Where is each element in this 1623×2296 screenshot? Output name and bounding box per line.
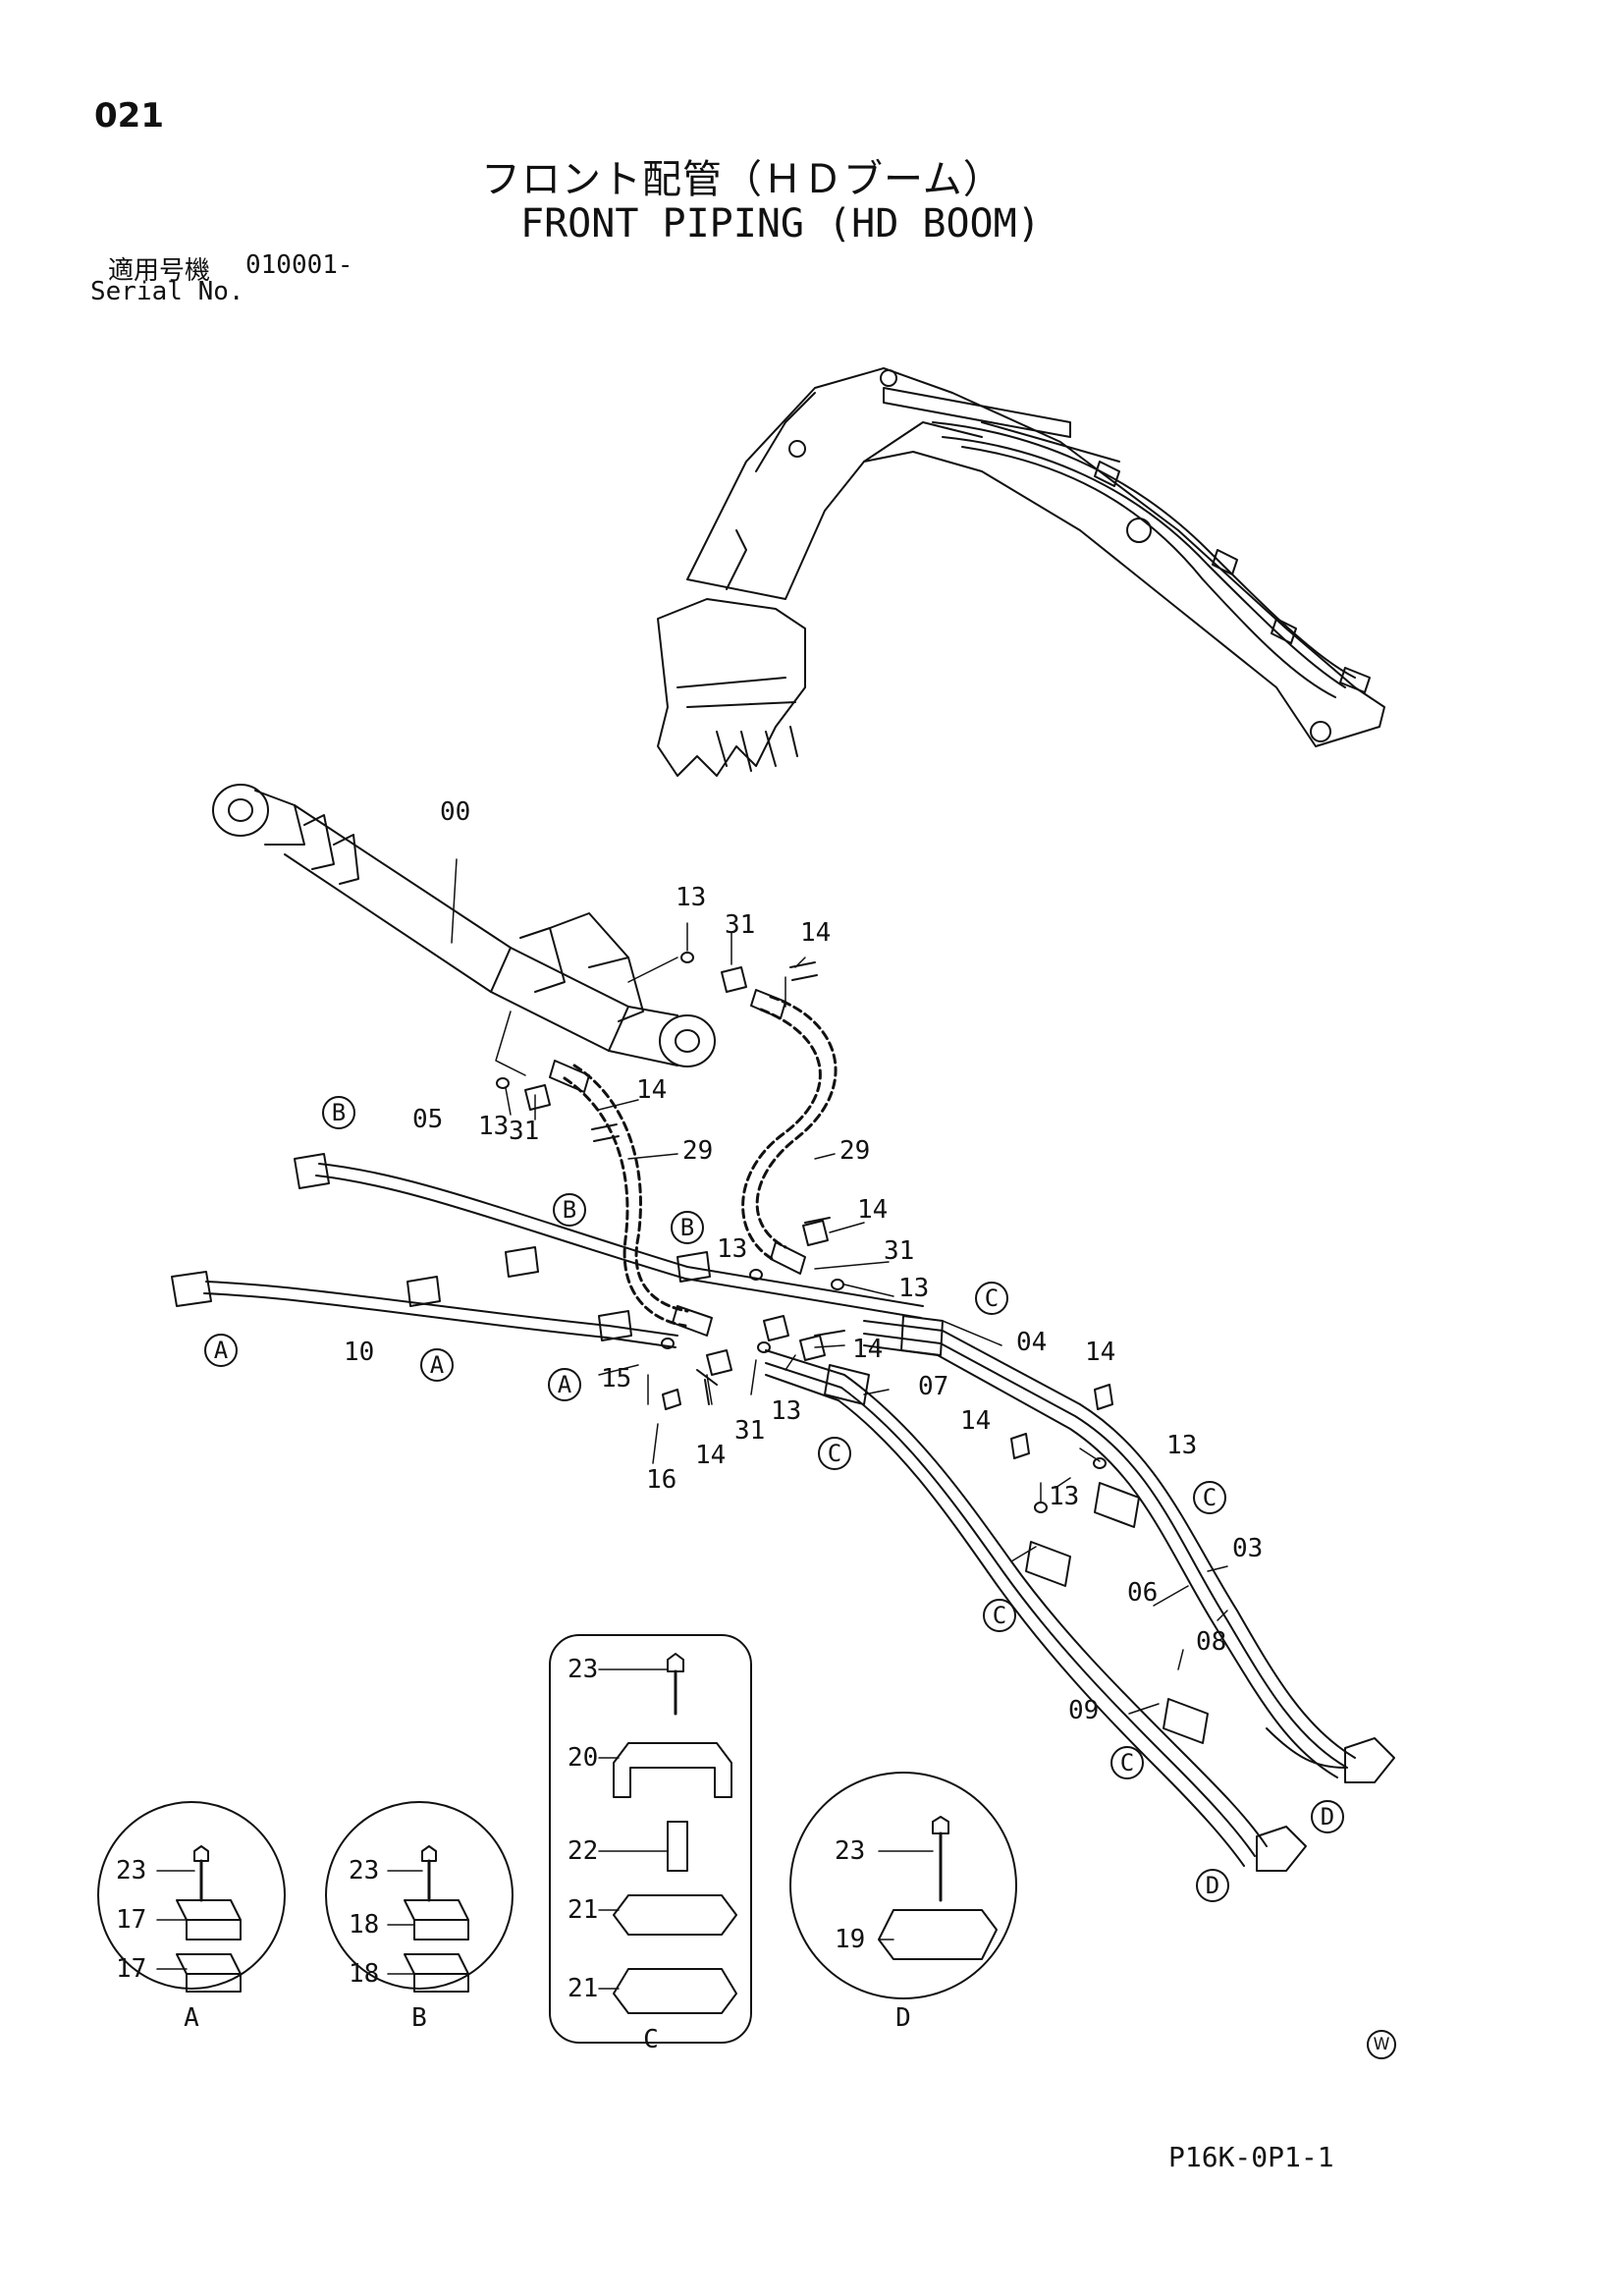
svg-text:C: C xyxy=(993,1602,1006,1629)
part-label-00: 00 xyxy=(440,797,470,827)
part-label-14: 14 xyxy=(695,1441,726,1470)
detail-caption-a: A xyxy=(184,2003,199,2033)
part-label-29: 29 xyxy=(839,1136,870,1166)
reference-marker-d: D xyxy=(1196,1869,1229,1902)
part-label-13: 13 xyxy=(676,883,706,912)
part-label-14: 14 xyxy=(857,1195,888,1225)
part-label-13: 13 xyxy=(1049,1482,1079,1511)
title-japanese: フロント配管（ＨＤブーム） xyxy=(481,157,1003,202)
svg-text:C: C xyxy=(1203,1484,1217,1511)
part-label-03: 03 xyxy=(1232,1534,1263,1563)
reference-marker-a: A xyxy=(420,1348,454,1382)
page-number: 021 xyxy=(94,96,164,136)
part-label-13: 13 xyxy=(1166,1431,1197,1460)
detail-caption-b: B xyxy=(411,2003,427,2033)
reference-marker-c: C xyxy=(983,1599,1016,1632)
part-label-14: 14 xyxy=(800,918,831,948)
detail-c xyxy=(549,1634,752,2044)
svg-text:C: C xyxy=(828,1440,841,1467)
leader-lines xyxy=(451,858,1228,1715)
svg-text:C: C xyxy=(985,1285,999,1312)
detail-a-label-23: 23 xyxy=(116,1856,146,1886)
part-label-13: 13 xyxy=(478,1112,509,1141)
detail-d xyxy=(789,1772,1017,1999)
part-label-15: 15 xyxy=(601,1364,631,1394)
part-label-07: 07 xyxy=(918,1372,948,1401)
hose-fitting xyxy=(549,989,806,1337)
title-english: FRONT PIPING (HD BOOM) xyxy=(520,201,1041,246)
part-label-31: 31 xyxy=(884,1236,914,1266)
detail-d-label-23: 23 xyxy=(835,1836,865,1866)
part-label-09: 09 xyxy=(1068,1696,1099,1725)
detail-c-label-22: 22 xyxy=(568,1836,598,1866)
detail-b-label-18: 18 xyxy=(349,1959,379,1989)
excavator-boom-overview xyxy=(657,367,1385,777)
detail-b-label-18: 18 xyxy=(349,1910,379,1940)
part-label-06: 06 xyxy=(1127,1578,1158,1608)
detail-a xyxy=(97,1801,286,1993)
reference-marker-c: C xyxy=(975,1282,1008,1315)
hose-29-left xyxy=(563,1064,689,1328)
part-label-13: 13 xyxy=(717,1234,747,1264)
reference-marker-c: C xyxy=(1110,1746,1144,1779)
svg-text:B: B xyxy=(563,1196,576,1224)
clamp-c xyxy=(406,1246,1209,1744)
reference-marker-d: D xyxy=(1311,1800,1344,1833)
part-label-14: 14 xyxy=(960,1406,991,1436)
part-label-29: 29 xyxy=(682,1136,713,1166)
part-label-14: 14 xyxy=(636,1075,667,1105)
serial-label-japanese: 適用号機 xyxy=(108,256,211,286)
detail-c-label-23: 23 xyxy=(568,1655,598,1684)
detail-b xyxy=(325,1801,514,1993)
reference-marker-a: A xyxy=(548,1368,581,1401)
reference-marker-b: B xyxy=(671,1211,704,1244)
pipe-10 xyxy=(171,1271,678,1348)
reference-marker-b: B xyxy=(322,1096,355,1129)
svg-text:A: A xyxy=(558,1371,572,1398)
detail-d-label-19: 19 xyxy=(835,1925,865,1954)
part-label-08: 08 xyxy=(1196,1627,1226,1657)
svg-text:A: A xyxy=(214,1337,229,1364)
svg-text:D: D xyxy=(1206,1872,1219,1899)
part-label-10: 10 xyxy=(344,1338,374,1367)
corner-mark: W xyxy=(1367,2030,1396,2059)
drawing-code: P16K-0P1-1 xyxy=(1168,2141,1334,2173)
detail-a-label-17: 17 xyxy=(116,1905,146,1935)
part-label-13: 13 xyxy=(771,1396,801,1426)
detail-caption-d: D xyxy=(895,2003,911,2033)
part-label-13: 13 xyxy=(898,1274,929,1303)
steel-pipes xyxy=(765,1320,1356,1867)
reference-marker-c: C xyxy=(1193,1481,1226,1514)
detail-a-label-17: 17 xyxy=(116,1954,146,1984)
part-label-04: 04 xyxy=(1016,1328,1047,1357)
serial-value: 010001- xyxy=(245,250,353,280)
part-label-31: 31 xyxy=(509,1117,539,1146)
reference-marker-b: B xyxy=(553,1193,586,1227)
part-label-14: 14 xyxy=(1085,1338,1115,1367)
boom-cylinder xyxy=(212,784,716,1067)
detail-c-label-21: 21 xyxy=(568,1895,598,1925)
part-label-31: 31 xyxy=(734,1416,765,1446)
part-label-16: 16 xyxy=(646,1465,676,1495)
detail-c-label-20: 20 xyxy=(568,1743,598,1773)
reference-marker-a: A xyxy=(204,1334,238,1367)
serial-label-english: Serial No. xyxy=(90,277,244,306)
svg-text:B: B xyxy=(332,1099,346,1126)
pipe-05 xyxy=(294,1153,924,1319)
part-label-14: 14 xyxy=(852,1335,883,1364)
hose-29-right xyxy=(741,995,838,1263)
reference-marker-c: C xyxy=(818,1437,851,1470)
svg-text:A: A xyxy=(430,1351,445,1379)
svg-text:C: C xyxy=(1120,1749,1134,1777)
svg-text:D: D xyxy=(1321,1803,1334,1831)
part-label-31: 31 xyxy=(725,910,755,940)
detail-c-label-21: 21 xyxy=(568,1974,598,2003)
small-hardware xyxy=(496,952,1113,1513)
detail-b-label-23: 23 xyxy=(349,1856,379,1886)
detail-caption-c: C xyxy=(643,2025,659,2054)
svg-text:B: B xyxy=(680,1214,694,1241)
part-label-05: 05 xyxy=(412,1105,443,1134)
flange-d xyxy=(1256,1737,1395,1872)
